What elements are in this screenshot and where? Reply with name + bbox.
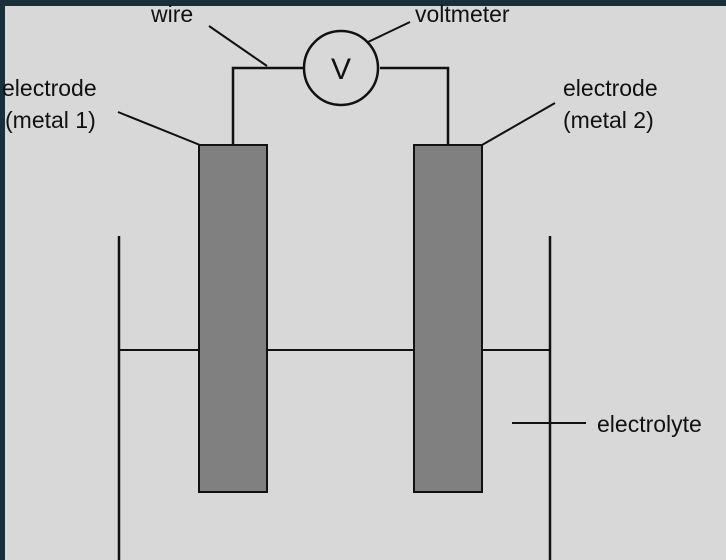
diagram-canvas [5, 6, 726, 560]
voltmeter: V [302, 29, 380, 107]
electrode-metal-2 [413, 144, 483, 493]
voltmeter-symbol: V [331, 53, 351, 86]
electrode-left-leader [117, 111, 201, 146]
leader-lines [117, 21, 586, 424]
wire-leader [208, 25, 268, 67]
electrode-metal-1 [198, 144, 268, 493]
electrode-left-label-line1: electrode [2, 75, 97, 101]
wire-label: wire [150, 1, 193, 27]
electrode-right-label-line1: electrode [563, 75, 658, 101]
electrode-right-leader [481, 102, 556, 146]
electrode-left-label-line2: (metal 1) [5, 107, 96, 133]
circuit-wire [231, 66, 450, 145]
beaker [117, 236, 552, 560]
voltmeter-label: voltmeter [415, 1, 510, 27]
electrolyte-label: electrolyte [597, 411, 702, 437]
electrode-right-label-line2: (metal 2) [563, 107, 654, 133]
voltmeter-leader [367, 21, 411, 43]
